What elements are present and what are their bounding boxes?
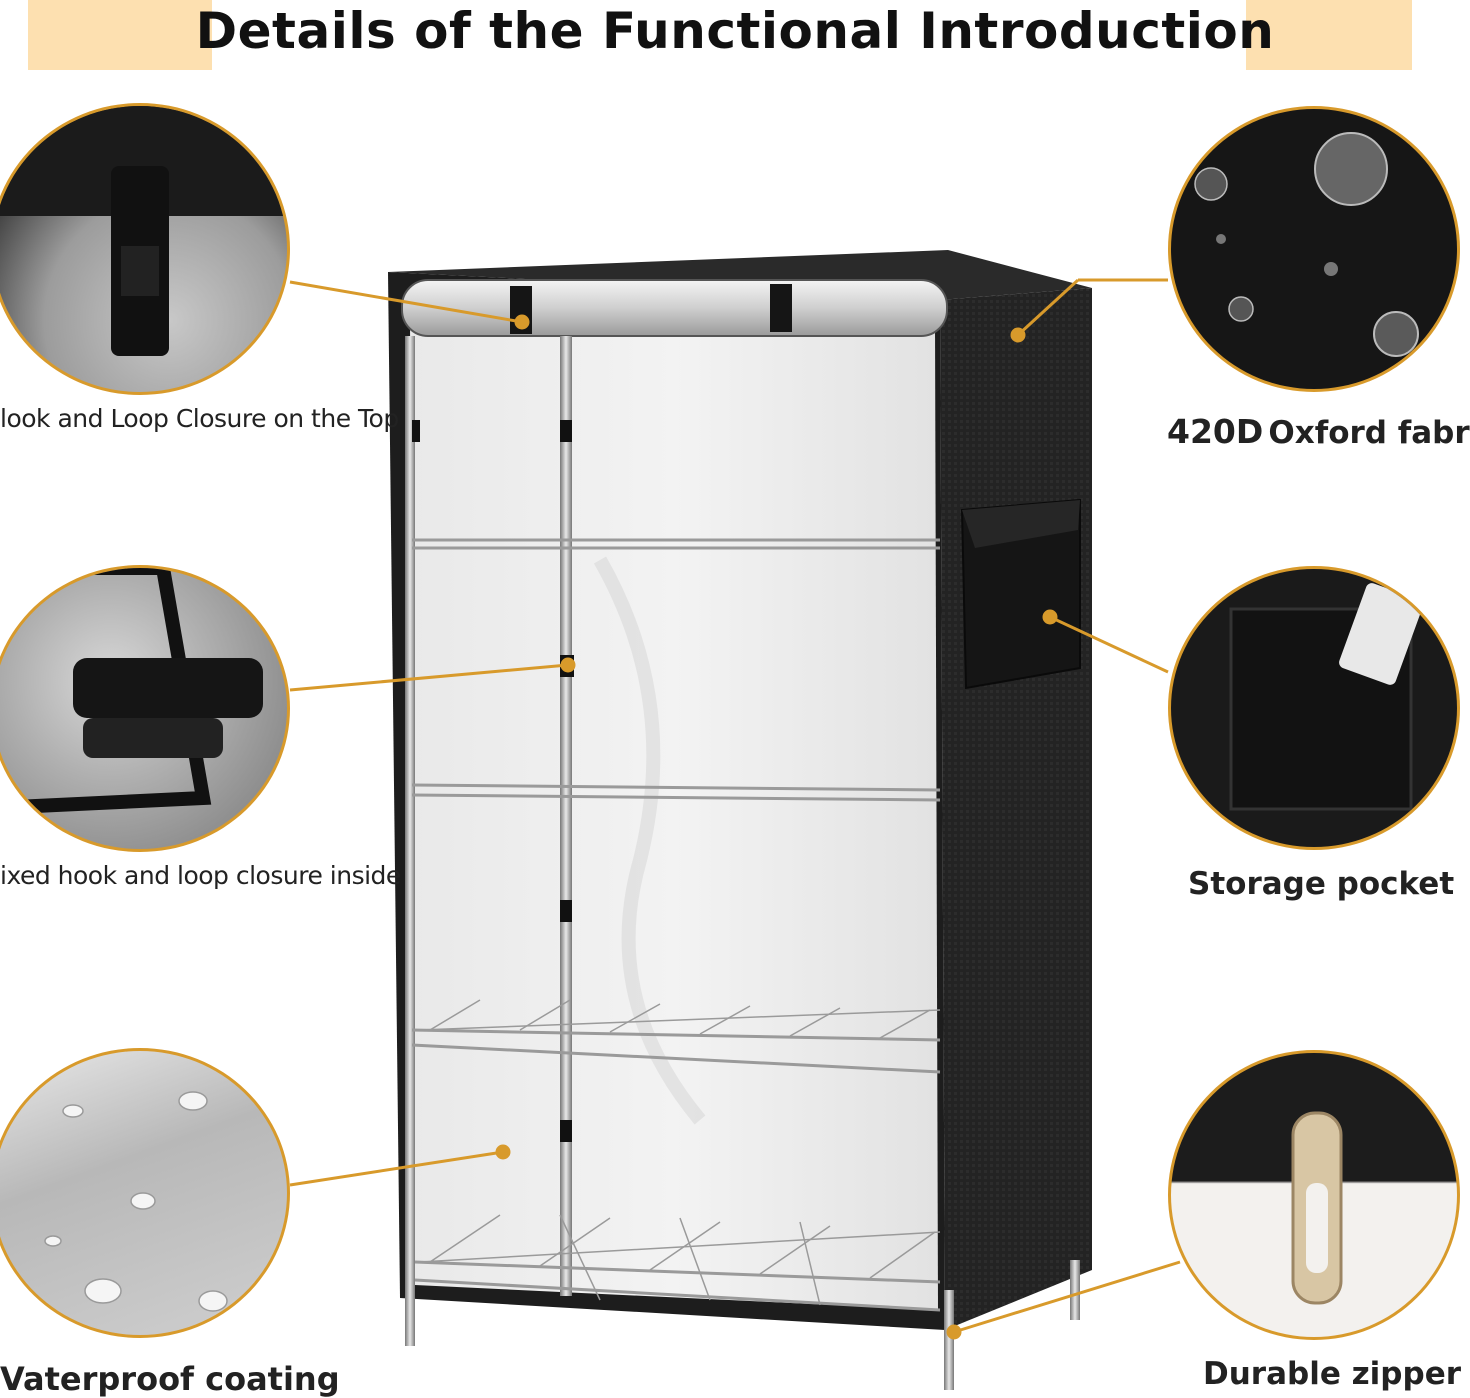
header-banner-right (1246, 0, 1412, 70)
detail-image-inside-closure (0, 565, 290, 852)
detail-image-top-closure (0, 103, 290, 395)
clear-window (410, 320, 938, 1310)
label-pocket: Storage pocket (1188, 866, 1455, 902)
label-inside-closure: ixed hook and loop closure inside (0, 861, 401, 890)
label-fabric: 420D Oxford fabri (1167, 412, 1470, 451)
detail-image-pocket (1168, 566, 1460, 850)
header-banner-left (28, 0, 212, 70)
detail-image-fabric (1168, 106, 1460, 392)
page-title: Details of the Functional Introduction (195, 2, 1275, 60)
shelf-poles (405, 336, 1080, 1390)
side-pocket (960, 498, 1081, 690)
detail-image-waterproof (0, 1048, 290, 1338)
rolled-front-panel (401, 279, 948, 337)
wire-shelves (411, 538, 941, 1312)
fabric-strength: 420D (1167, 412, 1264, 451)
label-waterproof: Vaterproof coating (0, 1360, 340, 1398)
leader-lines (289, 278, 1181, 1340)
cover-side-panel (940, 288, 1092, 1330)
detail-image-zipper (1168, 1050, 1460, 1340)
label-zipper: Durable zipper (1203, 1356, 1462, 1392)
fabric-name: Oxford fabri (1268, 415, 1470, 451)
label-top-closure: look and Loop Closure on the Top (0, 404, 399, 433)
